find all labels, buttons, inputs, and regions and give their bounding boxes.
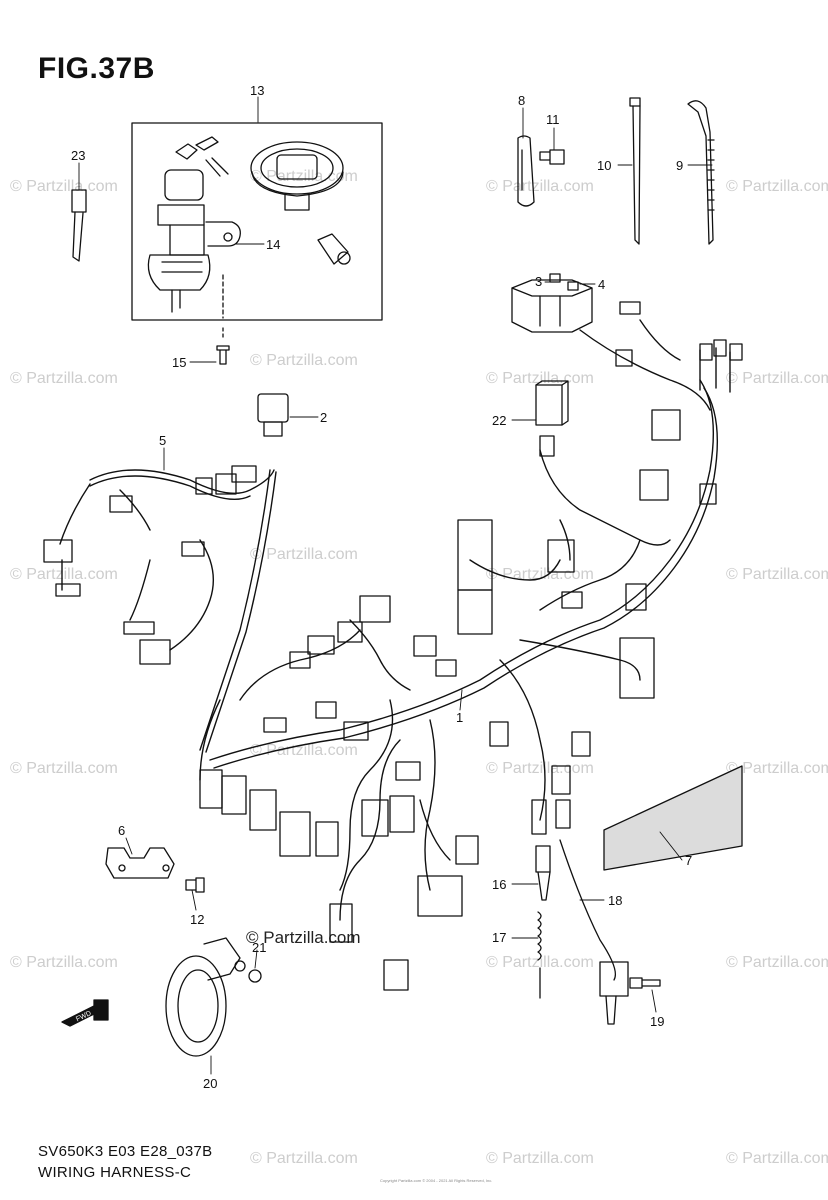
callout-2: 2 (320, 410, 327, 425)
callout-8: 8 (518, 93, 525, 108)
spring (537, 911, 542, 999)
callout-12: 12 (190, 912, 204, 927)
horn-bracket (105, 847, 175, 879)
watermark: © Partzilla.com (486, 1150, 594, 1167)
figure-title: FIG.37B (38, 52, 155, 85)
screw-15 (216, 327, 230, 365)
callout-3: 3 (535, 274, 542, 289)
callout-21: 21 (252, 940, 266, 955)
watermark: © Partzilla.com (726, 370, 828, 387)
ignition-switch (147, 169, 241, 313)
clamp-8 (517, 135, 535, 207)
callout-20: 20 (203, 1076, 217, 1091)
callout-leaders (78, 96, 713, 1075)
watermark: © Partzilla.com (486, 178, 594, 195)
figure-name: WIRING HARNESS-C (38, 1164, 192, 1181)
watermark: © Partzilla.com (486, 760, 594, 777)
fuse-box (511, 273, 593, 333)
figure-code: SV650K3 E03 E28_037B (38, 1143, 213, 1160)
callout-labels: 1 2 3 4 5 6 7 8 9 10 11 12 13 14 15 16 1… (71, 83, 692, 1091)
bolt-12 (185, 877, 205, 893)
cable-tie-10 (629, 97, 641, 245)
callout-19: 19 (650, 1014, 664, 1029)
callout-22: 22 (492, 413, 506, 428)
callout-1: 1 (456, 710, 463, 725)
harness-connectors (43, 301, 743, 991)
callout-11: 11 (546, 112, 560, 127)
fwd-label: FWD (75, 1010, 92, 1023)
watermark: © Partzilla.com (250, 546, 358, 563)
forward-arrow (61, 999, 109, 1027)
nut-21 (248, 969, 262, 983)
watermark: © Partzilla.com (726, 1150, 828, 1167)
callout-17: 17 (492, 930, 506, 945)
cable-tie-9 (687, 100, 715, 245)
callout-18: 18 (608, 893, 622, 908)
callout-15: 15 (172, 355, 186, 370)
callout-5: 5 (159, 433, 166, 448)
callout-9: 9 (676, 158, 683, 173)
watermark: © Partzilla.com (486, 370, 594, 387)
watermark: © Partzilla.com (726, 954, 828, 971)
seat-lock (317, 233, 351, 265)
watermark: © Partzilla.com (10, 178, 118, 195)
watermark: © Partzilla.com (726, 760, 828, 777)
horn (165, 937, 246, 1057)
callout-10: 10 (597, 158, 611, 173)
caution-label (603, 765, 743, 871)
watermark: © Partzilla.com (486, 954, 594, 971)
bolt-11 (539, 149, 565, 165)
copyright-note: Copyright Partzilla.com © 2004 - 2021 Al… (380, 1178, 493, 1183)
watermark: © Partzilla.com (250, 1150, 358, 1167)
callout-7: 7 (685, 853, 692, 868)
bolt-19 (629, 977, 661, 989)
watermark: © Partzilla.com (10, 760, 118, 777)
watermark: © Partzilla.com (10, 370, 118, 387)
callout-16: 16 (492, 877, 506, 892)
ignition-keys (175, 136, 229, 177)
fuel-cap-lock (250, 141, 344, 211)
callout-6: 6 (118, 823, 125, 838)
watermark: © Partzilla.com (250, 742, 358, 759)
callout-13: 13 (250, 83, 264, 98)
watermark: © Partzilla.com (250, 352, 358, 369)
watermark: © Partzilla.com (10, 566, 118, 583)
callout-14: 14 (266, 237, 280, 252)
blank-key (71, 189, 87, 262)
sensor-18 (559, 839, 629, 1025)
watermark: © Partzilla.com (726, 566, 828, 583)
ignition-lock-set (131, 122, 383, 321)
watermark: © Partzilla.com (10, 954, 118, 971)
relay-22 (535, 380, 569, 426)
callout-4: 4 (598, 277, 605, 292)
callout-23: 23 (71, 148, 85, 163)
stop-switch (535, 845, 551, 901)
watermark: © Partzilla.com (726, 178, 828, 195)
